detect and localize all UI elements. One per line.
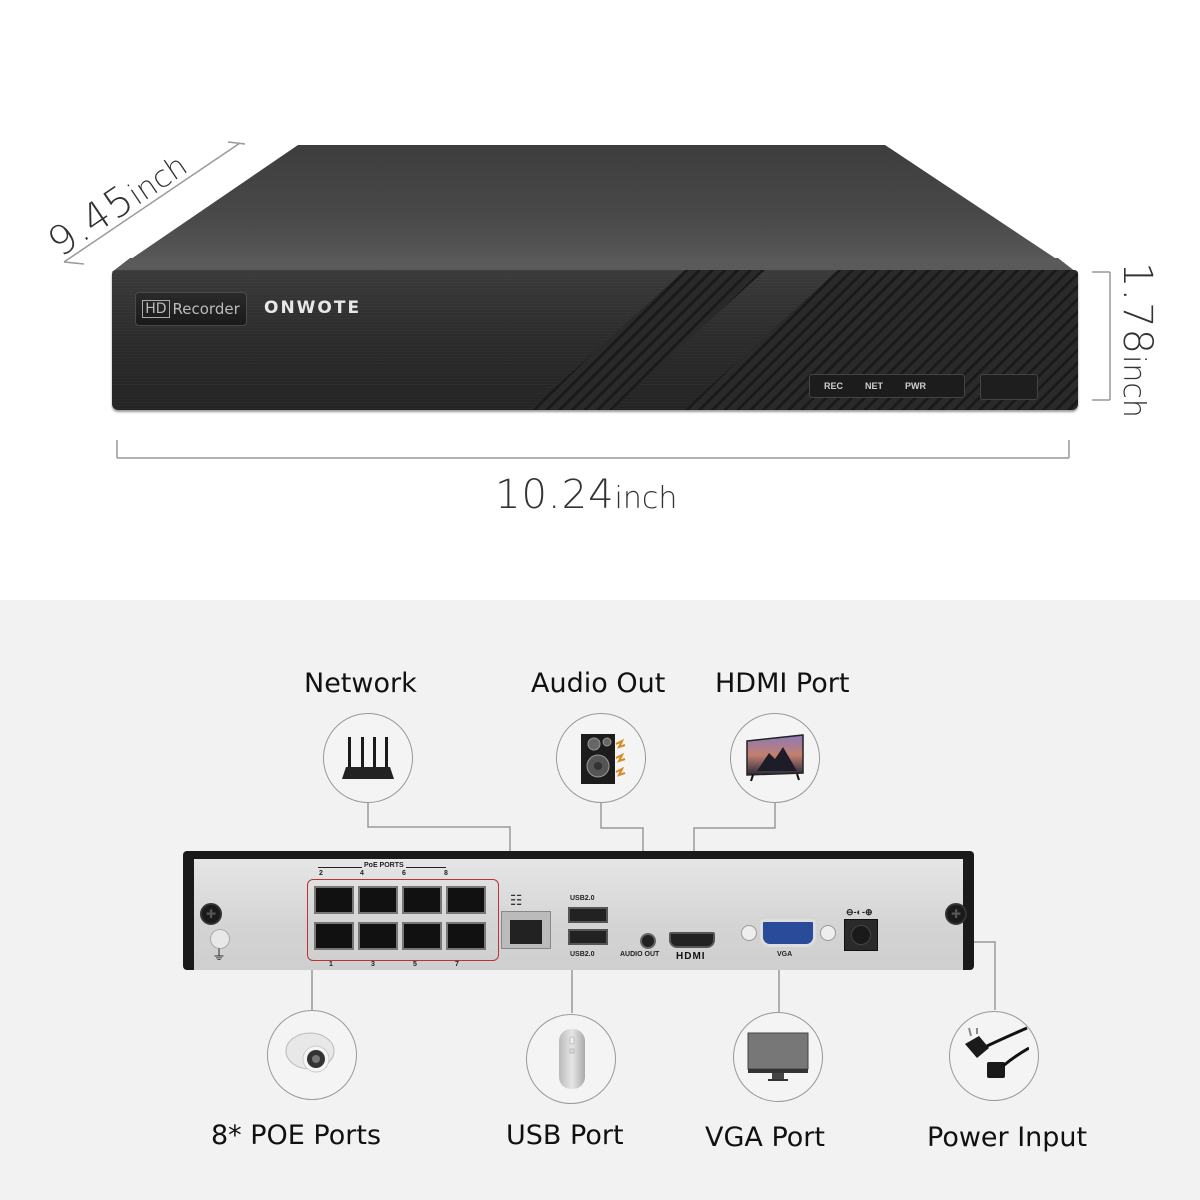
vga-port-label: VGA [777,951,793,958]
led-pwr: PWR [905,381,927,391]
width-dimension-label: 10.24inch [495,472,677,518]
power-input-jack[interactable] [844,919,878,951]
poe-port-7[interactable] [446,922,486,950]
poe-number: 4 [360,870,364,877]
poe-number: 6 [402,870,406,877]
poe-number: 2 [319,870,323,877]
speaker-icon [581,734,626,784]
monitor-icon [747,1032,809,1081]
nvr-front-panel: HD Recorder ONWOTE REC NET PWR [112,270,1078,410]
screw-right-icon: ✚ [945,903,967,925]
poe-ports-callout [267,1010,357,1100]
network-label: Network [304,668,417,699]
audio-out-label: Audio Out [531,668,666,699]
poe-number: 5 [413,961,417,968]
ground-icon: ⏚ [212,948,226,964]
nvr-rear-panel: ✚ ✚ ⏚ PoE PORTS 2 4 6 8 1 3 5 7 ☷ [183,851,974,970]
power-cord-icon [965,1026,1029,1078]
usb-port-callout [526,1014,616,1104]
audio-out-port-label: AUDIO OUT [620,951,660,958]
ground-terminal[interactable] [210,929,230,949]
mouse-icon [559,1029,585,1089]
network-callout [323,713,413,803]
tv-icon [746,734,804,782]
poe-number: 8 [444,870,448,877]
hdmi-port-callout [730,713,820,803]
poe-port-1[interactable] [314,922,354,950]
poe-port-5[interactable] [402,922,442,950]
power-input-callout [949,1011,1039,1101]
usb-port-top[interactable] [568,907,608,923]
vga-port-label: VGA Port [705,1122,825,1153]
usb-port-label: USB Port [506,1120,624,1151]
dimension-lines [63,141,1111,459]
width-value: 10.24 [495,472,615,518]
hdmi-port-label: HDMI [676,951,706,962]
width-unit: inch [614,481,678,516]
hdmi-port[interactable] [669,932,715,948]
poe-port-8[interactable] [446,886,486,914]
brand-logo: ONWOTE [264,298,362,318]
poe-port-2[interactable] [314,886,354,914]
poe-number: 7 [455,961,459,968]
rear-panel-plate: ✚ ✚ ⏚ PoE PORTS 2 4 6 8 1 3 5 7 ☷ [194,859,967,970]
dc-polarity-icon: ⊖-◐-⊕ [846,907,873,917]
audio-out-jack[interactable] [640,933,656,949]
status-led-panel: REC NET PWR [809,374,965,398]
poe-ports-group [307,879,499,961]
vga-screw-right [820,925,836,941]
poe-number: 1 [329,961,333,968]
poe-port-6[interactable] [402,886,442,914]
product-dimensions-section: 9.45inch 1.78inch 10.24inch HD Recorder … [40,141,1160,518]
poe-ports-header: PoE PORTS [364,862,404,869]
usb-bottom-label: USB2.0 [570,951,595,958]
hd-label: HD [142,300,170,318]
audio-out-callout [556,713,646,803]
vga-port[interactable] [760,919,816,947]
hd-recorder-badge: HD Recorder [135,292,247,326]
recorder-label: Recorder [172,300,240,318]
usb-top-label: USB2.0 [570,895,595,902]
vga-port-callout [733,1012,823,1102]
poe-ports-label: 8* POE Ports [211,1120,382,1151]
poe-port-3[interactable] [358,922,398,950]
poe-number: 3 [371,961,375,968]
poe-port-4[interactable] [358,886,398,914]
led-rec: REC [824,381,844,391]
diagonal-stripes-decoration [530,270,1078,410]
network-port[interactable] [501,911,551,949]
router-icon [342,737,394,779]
hdmi-port-label: HDMI Port [715,668,850,699]
network-icon: ☷ [510,893,523,909]
led-net: NET [865,381,884,391]
usb-port-bottom[interactable] [568,929,608,945]
screw-left-icon: ✚ [200,903,222,925]
vga-screw-left [741,925,757,941]
ir-receiver-window [980,374,1038,400]
dome-camera-icon [285,1032,335,1073]
power-input-label: Power Input [927,1122,1088,1153]
